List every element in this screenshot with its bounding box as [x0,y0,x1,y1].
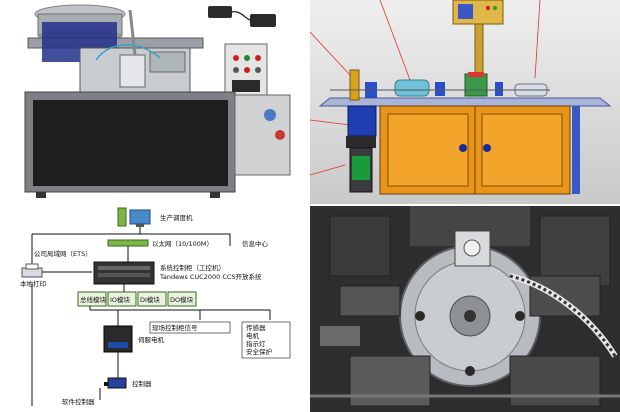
closeup-photo [310,206,620,412]
foot-pedal [208,6,232,18]
sensor-1: 传感器 [246,323,266,332]
module-3: DI模块 [140,295,160,304]
sensor-3: 指示灯 [246,339,266,348]
network-diagram-panel: 生产调度机 以太网（10/100M） 信息中心 公司局域网（ETS） 本地打印 … [0,206,308,412]
module-2: IO模块 [110,295,131,304]
ethernet-label: 以太网（10/100M） [152,239,213,248]
servo-driver-icon [103,325,133,353]
production-pc-label: 生产调度机 [160,213,193,222]
machine-photo-panel [0,0,308,204]
switch-icon [107,239,149,247]
cad-model [310,0,620,204]
operator-panel-label: 现场控制柜信号 [152,323,198,332]
cad-model-panel [310,0,620,204]
machine-photo [24,4,291,198]
controller-label-1: 系统控制柜（工控机） [160,263,225,272]
table-top [318,97,612,107]
motor-icon [104,377,127,389]
closeup-photo-panel [310,206,620,412]
network-diagram: 生产调度机 以太网（10/100M） 信息中心 公司局域网（ETS） 本地打印 … [20,207,291,406]
sensors-box [241,321,291,359]
module-1: 总线模块 [80,295,107,304]
cabinet-grille [33,100,228,186]
module-4: DO模块 [170,295,194,304]
cylinder [394,79,430,97]
sensor-4: 安全保护 [246,347,272,356]
company-lan-label: 公司局域网（ETS） [34,249,92,258]
host-label: 本地打印 [20,279,46,288]
motion-controller-label: 控制器 [132,379,152,388]
bottom-link-label: 软件控制器 [62,397,95,406]
sensor-2: 电机 [246,331,260,340]
production-pc-icon [117,207,151,227]
main-controller-icon [93,261,155,285]
controller-label-2: Tandews CUC2000 CCS开放系统 [159,272,262,281]
module-row [77,291,197,307]
servo-driver-label: 伺服电机 [138,335,165,344]
io-station-label: 信息中心 [242,239,269,248]
